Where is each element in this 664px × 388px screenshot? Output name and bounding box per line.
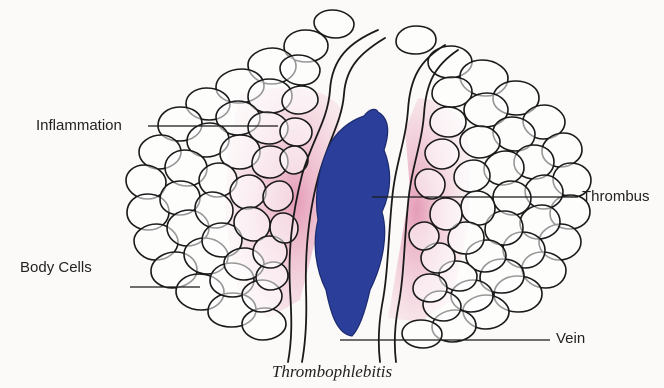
body-cells-label: Body Cells — [20, 259, 92, 276]
body-cell — [263, 181, 293, 211]
body-cell — [493, 181, 531, 215]
body-cell — [413, 274, 447, 302]
body-cell — [402, 320, 442, 348]
body-cell — [415, 169, 445, 199]
body-cell — [430, 107, 466, 137]
body-cell — [282, 86, 318, 114]
body-cell — [409, 222, 439, 250]
inflammation-label: Inflammation — [36, 117, 122, 134]
body-cell — [280, 118, 312, 146]
body-cell — [242, 308, 286, 340]
body-cell — [430, 198, 462, 230]
caption: Thrombophlebitis — [0, 362, 664, 382]
body-cell — [230, 175, 266, 209]
vein-label: Vein — [556, 330, 585, 347]
body-cell — [396, 26, 436, 54]
body-cell — [461, 191, 495, 225]
body-cell — [195, 192, 233, 228]
thrombus-label: Thrombus — [582, 188, 650, 205]
body-cell — [280, 55, 320, 85]
body-cell — [425, 139, 459, 169]
body-cell — [454, 160, 490, 192]
